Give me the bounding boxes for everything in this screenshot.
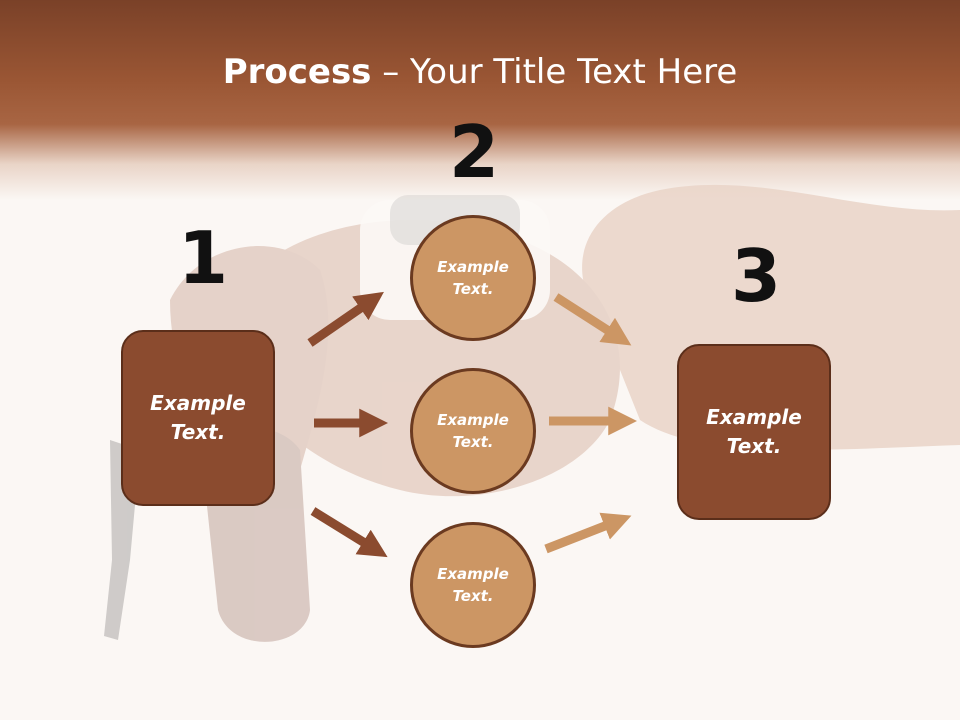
- circle-bottom-line1: Example: [437, 564, 509, 583]
- left-process-box: Example Text.: [121, 330, 275, 506]
- right-box-line2: Text.: [726, 434, 782, 458]
- circle-top-line1: Example: [437, 257, 509, 276]
- left-box-line1: Example: [150, 391, 246, 415]
- title-band: [0, 0, 960, 200]
- right-process-box: Example Text.: [677, 344, 831, 520]
- title-bold: Process: [222, 52, 372, 92]
- circle-middle-line2: Text.: [452, 433, 494, 451]
- left-box-line2: Text.: [170, 420, 226, 444]
- circle-bottom-line2: Text.: [452, 587, 494, 605]
- step-number-1: 1: [178, 216, 229, 300]
- process-circle-top: Example Text.: [410, 215, 536, 341]
- step-number-3: 3: [731, 234, 782, 318]
- process-circle-middle: Example Text.: [410, 368, 536, 494]
- step-number-2: 2: [449, 110, 500, 194]
- title-rest: – Your Title Text Here: [371, 52, 738, 92]
- circle-middle-line1: Example: [437, 410, 509, 429]
- right-box-line1: Example: [706, 405, 802, 429]
- arrow-bottom-to-right: [544, 512, 632, 554]
- slide-title: Process – Your Title Text Here: [0, 52, 960, 92]
- arrow-left-to-bottom: [310, 507, 388, 558]
- arrow-left-to-top: [307, 291, 384, 347]
- process-circle-bottom: Example Text.: [410, 522, 536, 648]
- arrow-top-to-right: [553, 293, 632, 346]
- circle-top-line2: Text.: [452, 280, 494, 298]
